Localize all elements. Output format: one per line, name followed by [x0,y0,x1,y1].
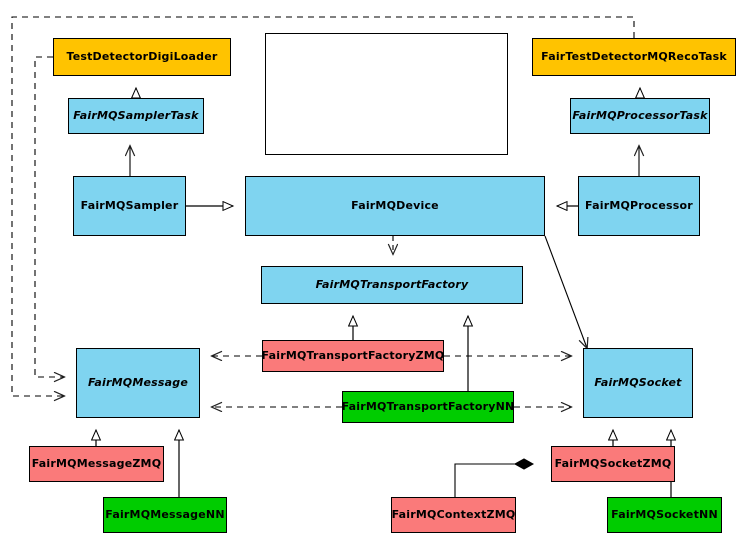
class-label: FairTestDetectorMQRecoTask [541,49,727,63]
class-box-fairmq-processor[interactable]: FairMQProcessor [578,176,700,236]
class-box-fairmq-message-nn[interactable]: FairMQMessageNN [103,497,227,533]
class-label: TestDetectorDigiLoader [66,49,218,63]
class-label: FairMQSocketZMQ [554,456,672,470]
class-box-fairmq-message[interactable]: FairMQMessage [76,348,200,418]
class-label: FairMQMessageNN [105,507,225,521]
class-label: FairMQSocketNN [611,507,718,521]
class-label: FairMQTransportFactory [315,277,469,291]
class-label: FairMQSocket [594,375,682,389]
class-box-fair-test-detector-mq-reco-task[interactable]: FairTestDetectorMQRecoTask [532,38,736,76]
class-box-fairmq-socket-nn[interactable]: FairMQSocketNN [607,497,722,533]
class-label: FairMQDevice [351,198,439,212]
legend-panel [265,33,508,155]
class-box-fairmq-sampler-task[interactable]: FairMQSamplerTask [68,98,204,134]
class-box-fairmq-transport-factory-zmq[interactable]: FairMQTransportFactoryZMQ [262,340,444,372]
class-label: FairMQMessage [87,375,189,389]
class-box-test-detector-digi-loader[interactable]: TestDetectorDigiLoader [53,38,231,76]
class-label: FairMQProcessor [585,198,693,212]
class-label: FairMQProcessorTask [572,108,708,122]
edge-device-to-socket [544,235,587,348]
class-label: FairMQMessageZMQ [31,456,162,470]
class-box-fairmq-context-zmq[interactable]: FairMQContextZMQ [391,497,516,533]
class-box-fairmq-message-zmq[interactable]: FairMQMessageZMQ [29,446,164,482]
class-box-fairmq-socket[interactable]: FairMQSocket [583,348,693,418]
class-box-fairmq-socket-zmq[interactable]: FairMQSocketZMQ [551,446,675,482]
edge-contextzmq-to-socketzmq [454,464,533,497]
class-box-fairmq-processor-task[interactable]: FairMQProcessorTask [570,98,710,134]
class-label: FairMQContextZMQ [391,507,516,521]
edge-digiloader-to-message [34,56,64,377]
class-box-fairmq-device[interactable]: FairMQDevice [245,176,545,236]
class-label: FairMQSampler [80,198,179,212]
class-box-fairmq-sampler[interactable]: FairMQSampler [73,176,186,236]
class-label: FairMQTransportFactoryNN [341,399,515,413]
class-label: FairMQSamplerTask [73,108,199,122]
class-label: FairMQTransportFactoryZMQ [261,348,445,362]
class-box-fairmq-transport-factory[interactable]: FairMQTransportFactory [261,266,523,304]
class-box-fairmq-transport-factory-nn[interactable]: FairMQTransportFactoryNN [342,391,514,423]
